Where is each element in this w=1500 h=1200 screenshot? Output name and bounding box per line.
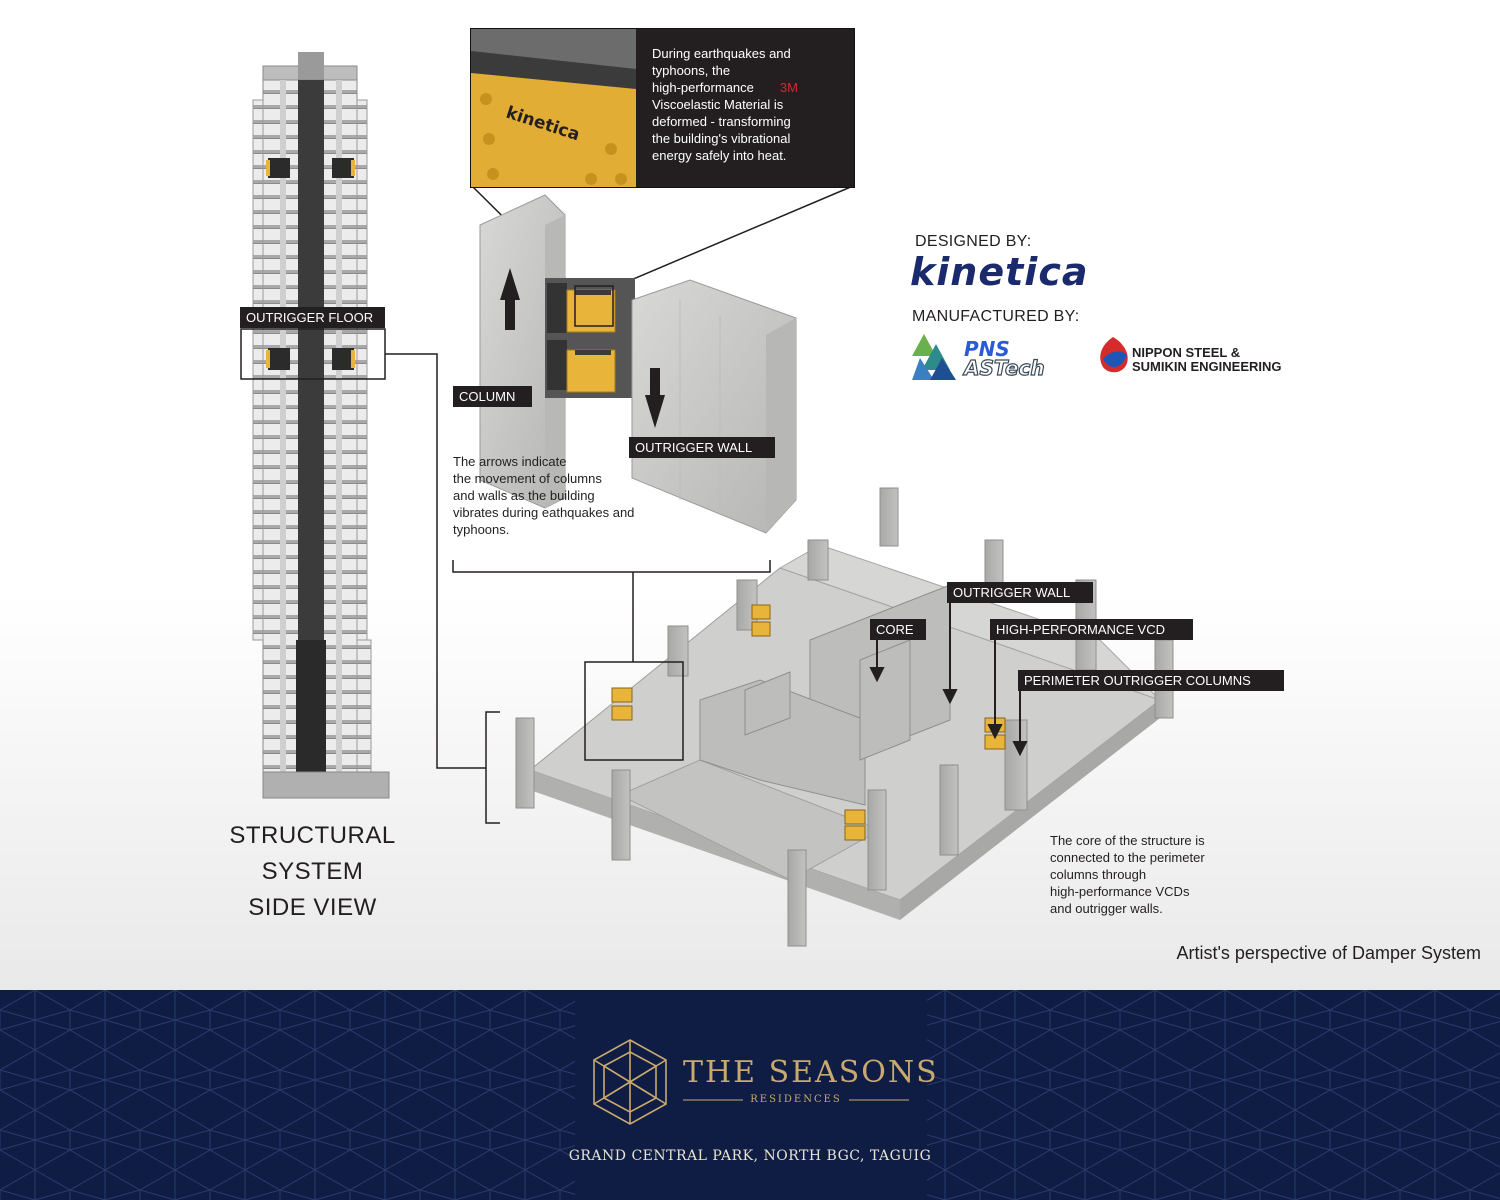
callout-line-3: high-performance 3M <box>652 79 842 96</box>
side-view-title-line-2: SIDE VIEW <box>248 894 377 921</box>
callout-line-4: Viscoelastic Material is <box>652 97 784 112</box>
label-high-performance-vcd: HIGH-PERFORMANCE VCD <box>990 619 1193 640</box>
brand-divider <box>683 1099 909 1101</box>
manufactured-by-label: MANUFACTURED BY: <box>912 308 1080 325</box>
arrows-note: The arrows indicate the movement of colu… <box>453 453 634 538</box>
arrows-note-line-1: The arrows indicate <box>453 454 567 469</box>
pns-astech-logo-icon <box>912 334 956 380</box>
arrows-note-line-4: vibrates during eathquakes and <box>453 505 635 520</box>
label-outrigger-wall: OUTRIGGER WALL <box>947 582 1093 603</box>
footer-banner <box>0 990 1500 1200</box>
core-note-line-3: columns through <box>1050 867 1147 882</box>
label-outrigger-floor: OUTRIGGER FLOOR <box>240 307 385 328</box>
callout-line-7: energy safely into heat. <box>652 148 787 163</box>
nippon-logo-line-2: SUMIKIN ENGINEERING <box>1132 359 1282 374</box>
damper-detail <box>479 194 797 534</box>
footer-logo-panel <box>575 990 927 1200</box>
pns-logo-line-1: PNS <box>964 337 1010 361</box>
core-note-line-4: high-performance VCDs <box>1050 884 1190 899</box>
designed-by-label: DESIGNED BY: <box>915 233 1032 250</box>
the-seasons-emblem-icon <box>593 1039 667 1125</box>
connector-lines <box>385 185 854 824</box>
pns-logo-line-2: ASTech <box>963 356 1045 380</box>
label-outrigger-wall-detail: OUTRIGGER WALL <box>629 437 775 458</box>
nippon-steel-logo-text: NIPPON STEEL & SUMIKIN ENGINEERING <box>1132 346 1282 374</box>
arrows-note-line-5: typhoons. <box>453 522 510 537</box>
callout-line-5: deformed - transforming <box>652 114 791 129</box>
callout-line-2: typhoons, the <box>652 63 731 78</box>
brand-subtitle: RESIDENCES <box>750 1094 842 1105</box>
callout-line-1: During earthquakes and <box>652 46 791 61</box>
brand-name: THE SEASONS <box>683 1055 939 1090</box>
nippon-steel-logo-icon <box>1100 337 1128 373</box>
arrows-note-line-2: the movement of columns <box>453 471 602 486</box>
damper-closeup-image: kinetica <box>471 29 636 187</box>
callout-line-3-text: high-performance <box>652 80 754 95</box>
location-text: GRAND CENTRAL PARK, NORTH BGC, TAGUIG <box>568 1148 932 1164</box>
core-note-line-1: The core of the structure is <box>1050 833 1205 848</box>
label-core: CORE <box>870 619 926 640</box>
tower-damper-level-outrigger <box>266 348 355 370</box>
label-perimeter-outrigger-columns: PERIMETER OUTRIGGER COLUMNS <box>1018 670 1284 691</box>
core-note-line-5: and outrigger walls. <box>1050 901 1163 916</box>
tower-damper-level-upper <box>266 158 355 178</box>
kinetica-logo: kinetica <box>910 250 1089 294</box>
pns-astech-logo-text: PNS ASTech <box>963 337 1045 380</box>
callout-panel: kinetica <box>470 28 855 188</box>
nippon-logo-line-1: NIPPON STEEL & <box>1132 345 1241 360</box>
side-view-title: STRUCTURAL SYSTEM SIDE VIEW <box>190 818 435 926</box>
image-caption: Artist's perspective of Damper System <box>1176 943 1481 963</box>
diagram-canvas: kinetica During earthquakes and typhoons… <box>0 0 1500 990</box>
label-column: COLUMN <box>453 386 532 407</box>
arrows-note-line-3: and walls as the building <box>453 488 595 503</box>
core-note: The core of the structure is connected t… <box>1050 832 1205 917</box>
core-note-line-2: connected to the perimeter <box>1050 850 1205 865</box>
floor-plate-perspective <box>515 487 1174 947</box>
callout-line-6: the building's vibrational <box>652 131 791 146</box>
diagram-drawing <box>240 52 1174 947</box>
callout-highlight: 3M <box>779 80 798 95</box>
callout-description: During earthquakes and typhoons, the hig… <box>652 45 842 164</box>
side-view-title-line-1: STRUCTURAL SYSTEM <box>229 822 396 885</box>
tower-side-view <box>240 52 390 799</box>
